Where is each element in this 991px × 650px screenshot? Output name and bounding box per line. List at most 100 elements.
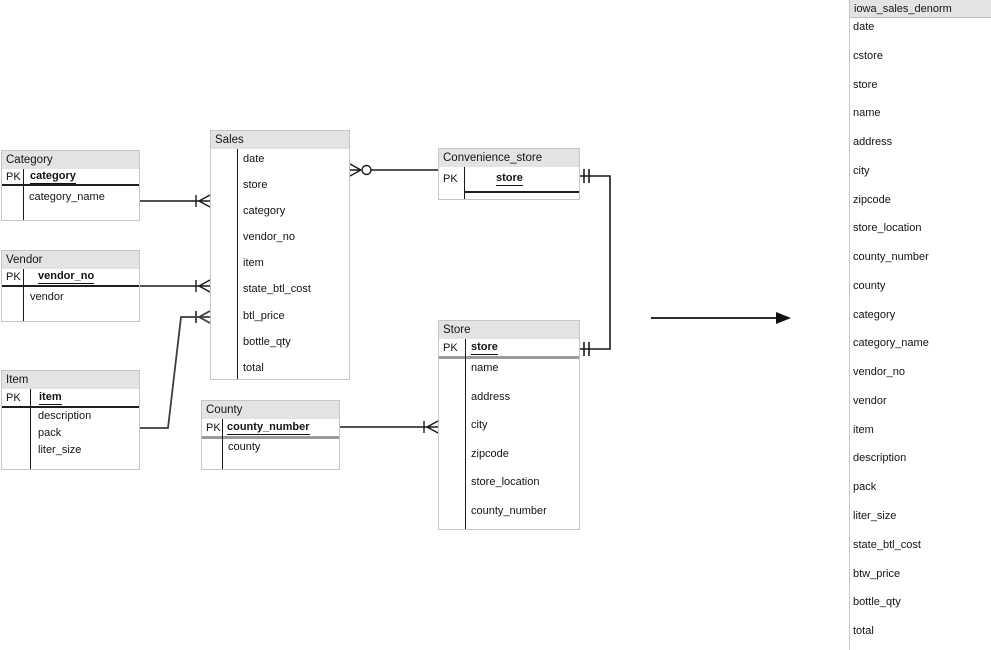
field-pack: pack: [38, 427, 62, 439]
field-date: date: [853, 21, 875, 33]
field-name: name: [853, 107, 881, 120]
field-county-number: county_number: [471, 504, 547, 517]
table-store-title: Store: [439, 321, 579, 339]
table-vendor-body: PK vendor_no vendor: [2, 269, 139, 321]
pk-label: PK: [6, 391, 21, 404]
field-cstore: cstore: [853, 49, 883, 62]
pk-row: PK vendor_no: [2, 269, 139, 285]
pk-column-separator: [23, 269, 24, 321]
pk-column-separator: [222, 419, 223, 469]
field-vendor-no: vendor_no: [243, 231, 295, 244]
field-category: category: [243, 205, 286, 218]
table-category-body: PK category category_name: [2, 169, 139, 220]
pk-label: PK: [443, 173, 458, 185]
field-name: name: [471, 362, 499, 374]
relationship-vendor-sales: [140, 279, 211, 293]
field-county-number: county_number: [853, 251, 929, 264]
table-sales-body: date store category vendor_no item state…: [211, 149, 349, 379]
field-county: county: [853, 279, 886, 292]
field-address: address: [853, 136, 893, 149]
denormalization-arrow: [651, 312, 791, 324]
pk-row: PK store: [439, 167, 579, 191]
pk-divider: [2, 184, 139, 186]
field-county: county: [228, 441, 261, 453]
relationship-county-store: [340, 420, 439, 434]
pk-field-county-number: county_number: [227, 420, 310, 435]
table-county-title: County: [202, 401, 339, 419]
relationship-convenience-store-store: [580, 169, 611, 356]
field-btw-price: btw_price: [853, 567, 901, 580]
field-vendor-no: vendor_no: [853, 366, 905, 379]
table-county[interactable]: County PK county_number county: [201, 400, 340, 470]
relationship-category-sales: [140, 194, 211, 208]
pk-row: PK county_number: [202, 419, 339, 436]
pk-label: PK: [443, 341, 458, 354]
table-vendor-title: Vendor: [2, 251, 139, 269]
field-description: description: [38, 410, 92, 422]
table-convenience-store[interactable]: Convenience_store PK store: [438, 148, 580, 200]
pk-field-store: store: [471, 340, 498, 355]
relationship-sales-convenience-store: [349, 163, 438, 177]
relationship-item-sales: [140, 310, 211, 429]
table-county-body: PK county_number county: [202, 419, 339, 469]
pk-column-separator: [30, 389, 31, 469]
pk-row: PK category: [2, 169, 139, 184]
pk-column-separator: [465, 339, 466, 529]
table-category[interactable]: Category PK category category_name: [1, 150, 140, 221]
field-liter-size: liter_size: [853, 510, 897, 523]
pk-divider: [202, 436, 339, 439]
field-category-name: category_name: [853, 337, 929, 350]
field-city: city: [853, 164, 870, 177]
field-date: date: [243, 153, 265, 165]
field-address: address: [471, 390, 511, 403]
field-pack: pack: [853, 481, 877, 494]
table-sales[interactable]: Sales date store category vendor_no item…: [210, 130, 350, 380]
table-store-body: PK store name address city zipcode store…: [439, 339, 579, 529]
table-store[interactable]: Store PK store name address city zipcode…: [438, 320, 580, 530]
field-category: category: [853, 308, 896, 321]
pk-divider: [439, 356, 579, 359]
table-sales-title: Sales: [211, 131, 349, 149]
field-vendor: vendor: [853, 394, 887, 407]
field-store-location: store_location: [471, 476, 540, 489]
field-bottle-qty: bottle_qty: [243, 335, 291, 348]
pk-label: PK: [6, 170, 21, 183]
table-item[interactable]: Item PK item description pack liter_size: [1, 370, 140, 470]
table-item-body: PK item description pack liter_size: [2, 389, 139, 469]
field-btl-price: btl_price: [243, 309, 285, 322]
pk-column-separator: [237, 149, 238, 379]
table-convenience-store-title: Convenience_store: [439, 149, 579, 167]
field-bottle-qty: bottle_qty: [853, 596, 901, 609]
field-city: city: [471, 419, 488, 432]
pk-column-separator: [23, 169, 24, 220]
table-iowa-sales-denorm-body: date cstore store name address city zipc…: [850, 18, 991, 650]
field-store-location: store_location: [853, 222, 922, 235]
field-description: description: [853, 452, 907, 465]
pk-field-item: item: [39, 390, 62, 405]
field-item: item: [243, 257, 264, 270]
field-total: total: [243, 361, 264, 374]
pk-field-vendor-no: vendor_no: [38, 270, 95, 284]
table-vendor[interactable]: Vendor PK vendor_no vendor: [1, 250, 140, 322]
table-category-title: Category: [2, 151, 139, 169]
pk-label: PK: [6, 271, 21, 283]
pk-label: PK: [206, 421, 221, 434]
pk-divider: [2, 406, 139, 408]
field-state-btl-cost: state_btl_cost: [243, 283, 311, 296]
pk-divider: [2, 285, 139, 287]
field-liter-size: liter_size: [38, 444, 82, 456]
field-category-name: category_name: [29, 191, 105, 203]
field-store: store: [243, 179, 268, 192]
pk-field-category: category: [30, 169, 76, 184]
pk-divider: [464, 191, 579, 193]
pk-field-store: store: [496, 172, 523, 186]
pk-row: PK store: [439, 339, 579, 356]
field-zipcode: zipcode: [471, 447, 509, 460]
field-state-btl-cost: state_btl_cost: [853, 538, 921, 551]
table-iowa-sales-denorm[interactable]: iowa_sales_denorm date cstore store name…: [849, 0, 991, 650]
field-store: store: [853, 78, 878, 91]
pk-row: PK item: [2, 389, 139, 406]
field-vendor: vendor: [30, 291, 64, 303]
field-zipcode: zipcode: [853, 193, 891, 206]
